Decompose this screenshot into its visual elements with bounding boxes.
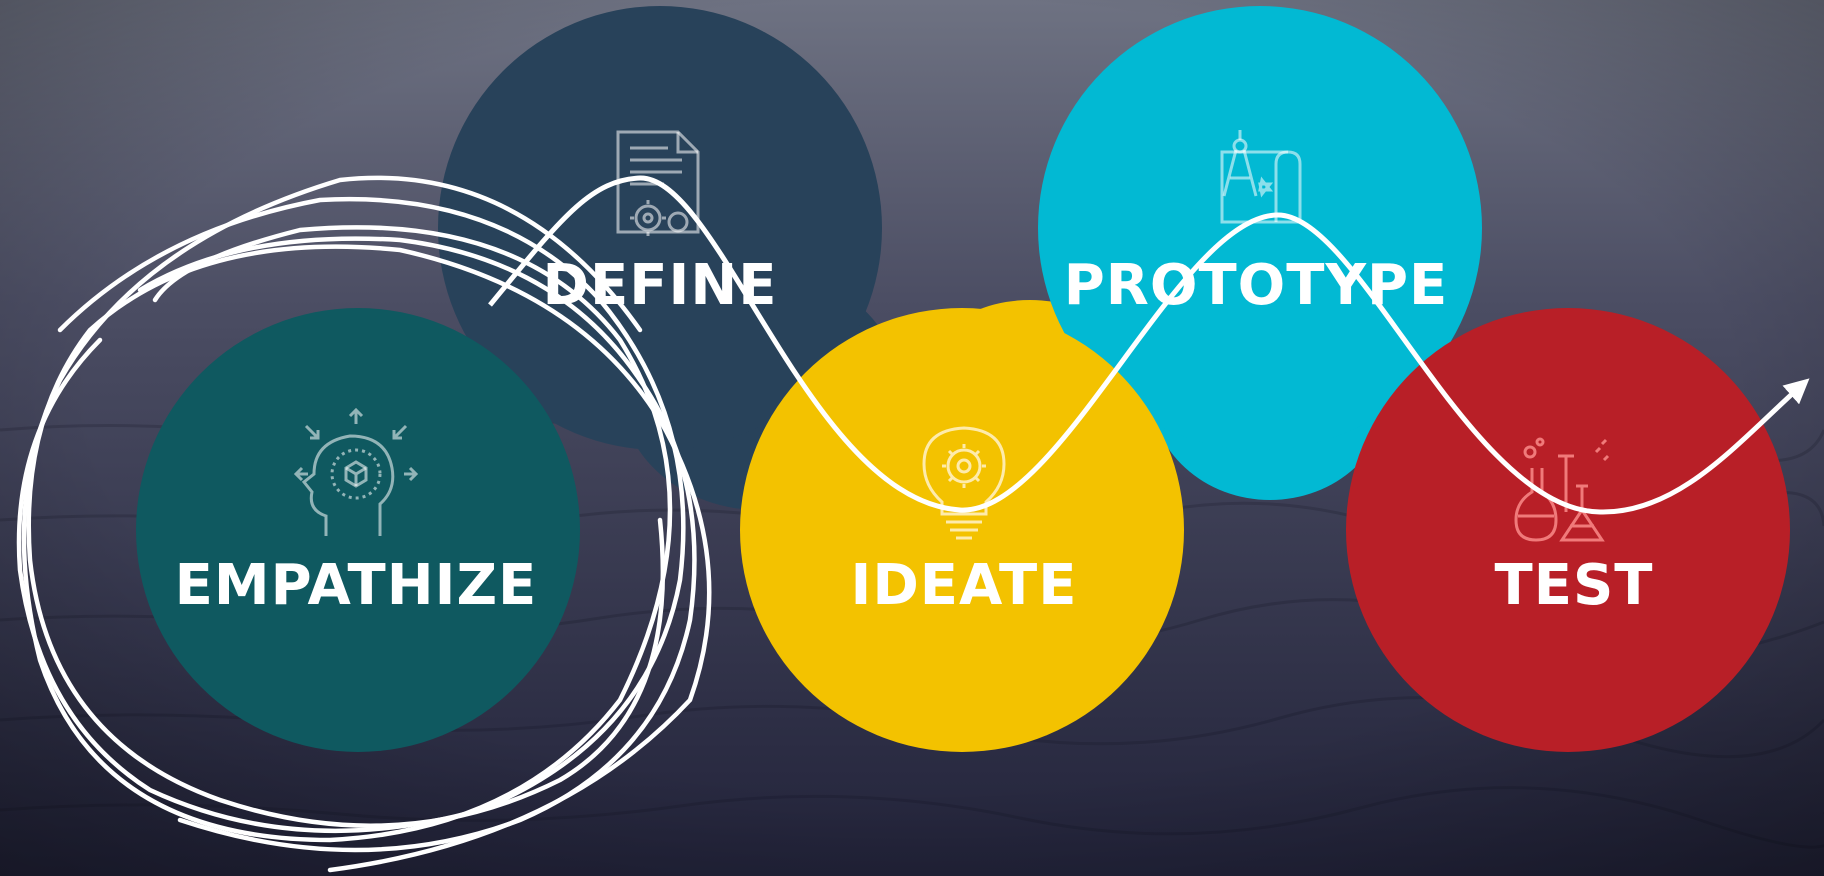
ideate-label: IDEATE [850,553,1077,618]
prototype-circle [1038,6,1482,450]
head-with-cube-icon [293,407,419,536]
lightbulb-gear-icon [922,426,1006,540]
stage-labels: EMPATHIZE DEFINE IDEATE PROTOTYPE TEST [175,253,1654,618]
document-with-gears-icon [616,130,700,236]
prototype-label: PROTOTYPE [1064,253,1449,318]
process-wave-arrow [488,175,1810,515]
lab-flasks-icon [1514,437,1610,542]
blueprint-compass-icon [1220,130,1302,224]
test-label: TEST [1495,553,1654,618]
empathize-circle [136,308,580,752]
scribble-annotation [16,175,712,873]
empathize-label: EMPATHIZE [175,553,538,618]
